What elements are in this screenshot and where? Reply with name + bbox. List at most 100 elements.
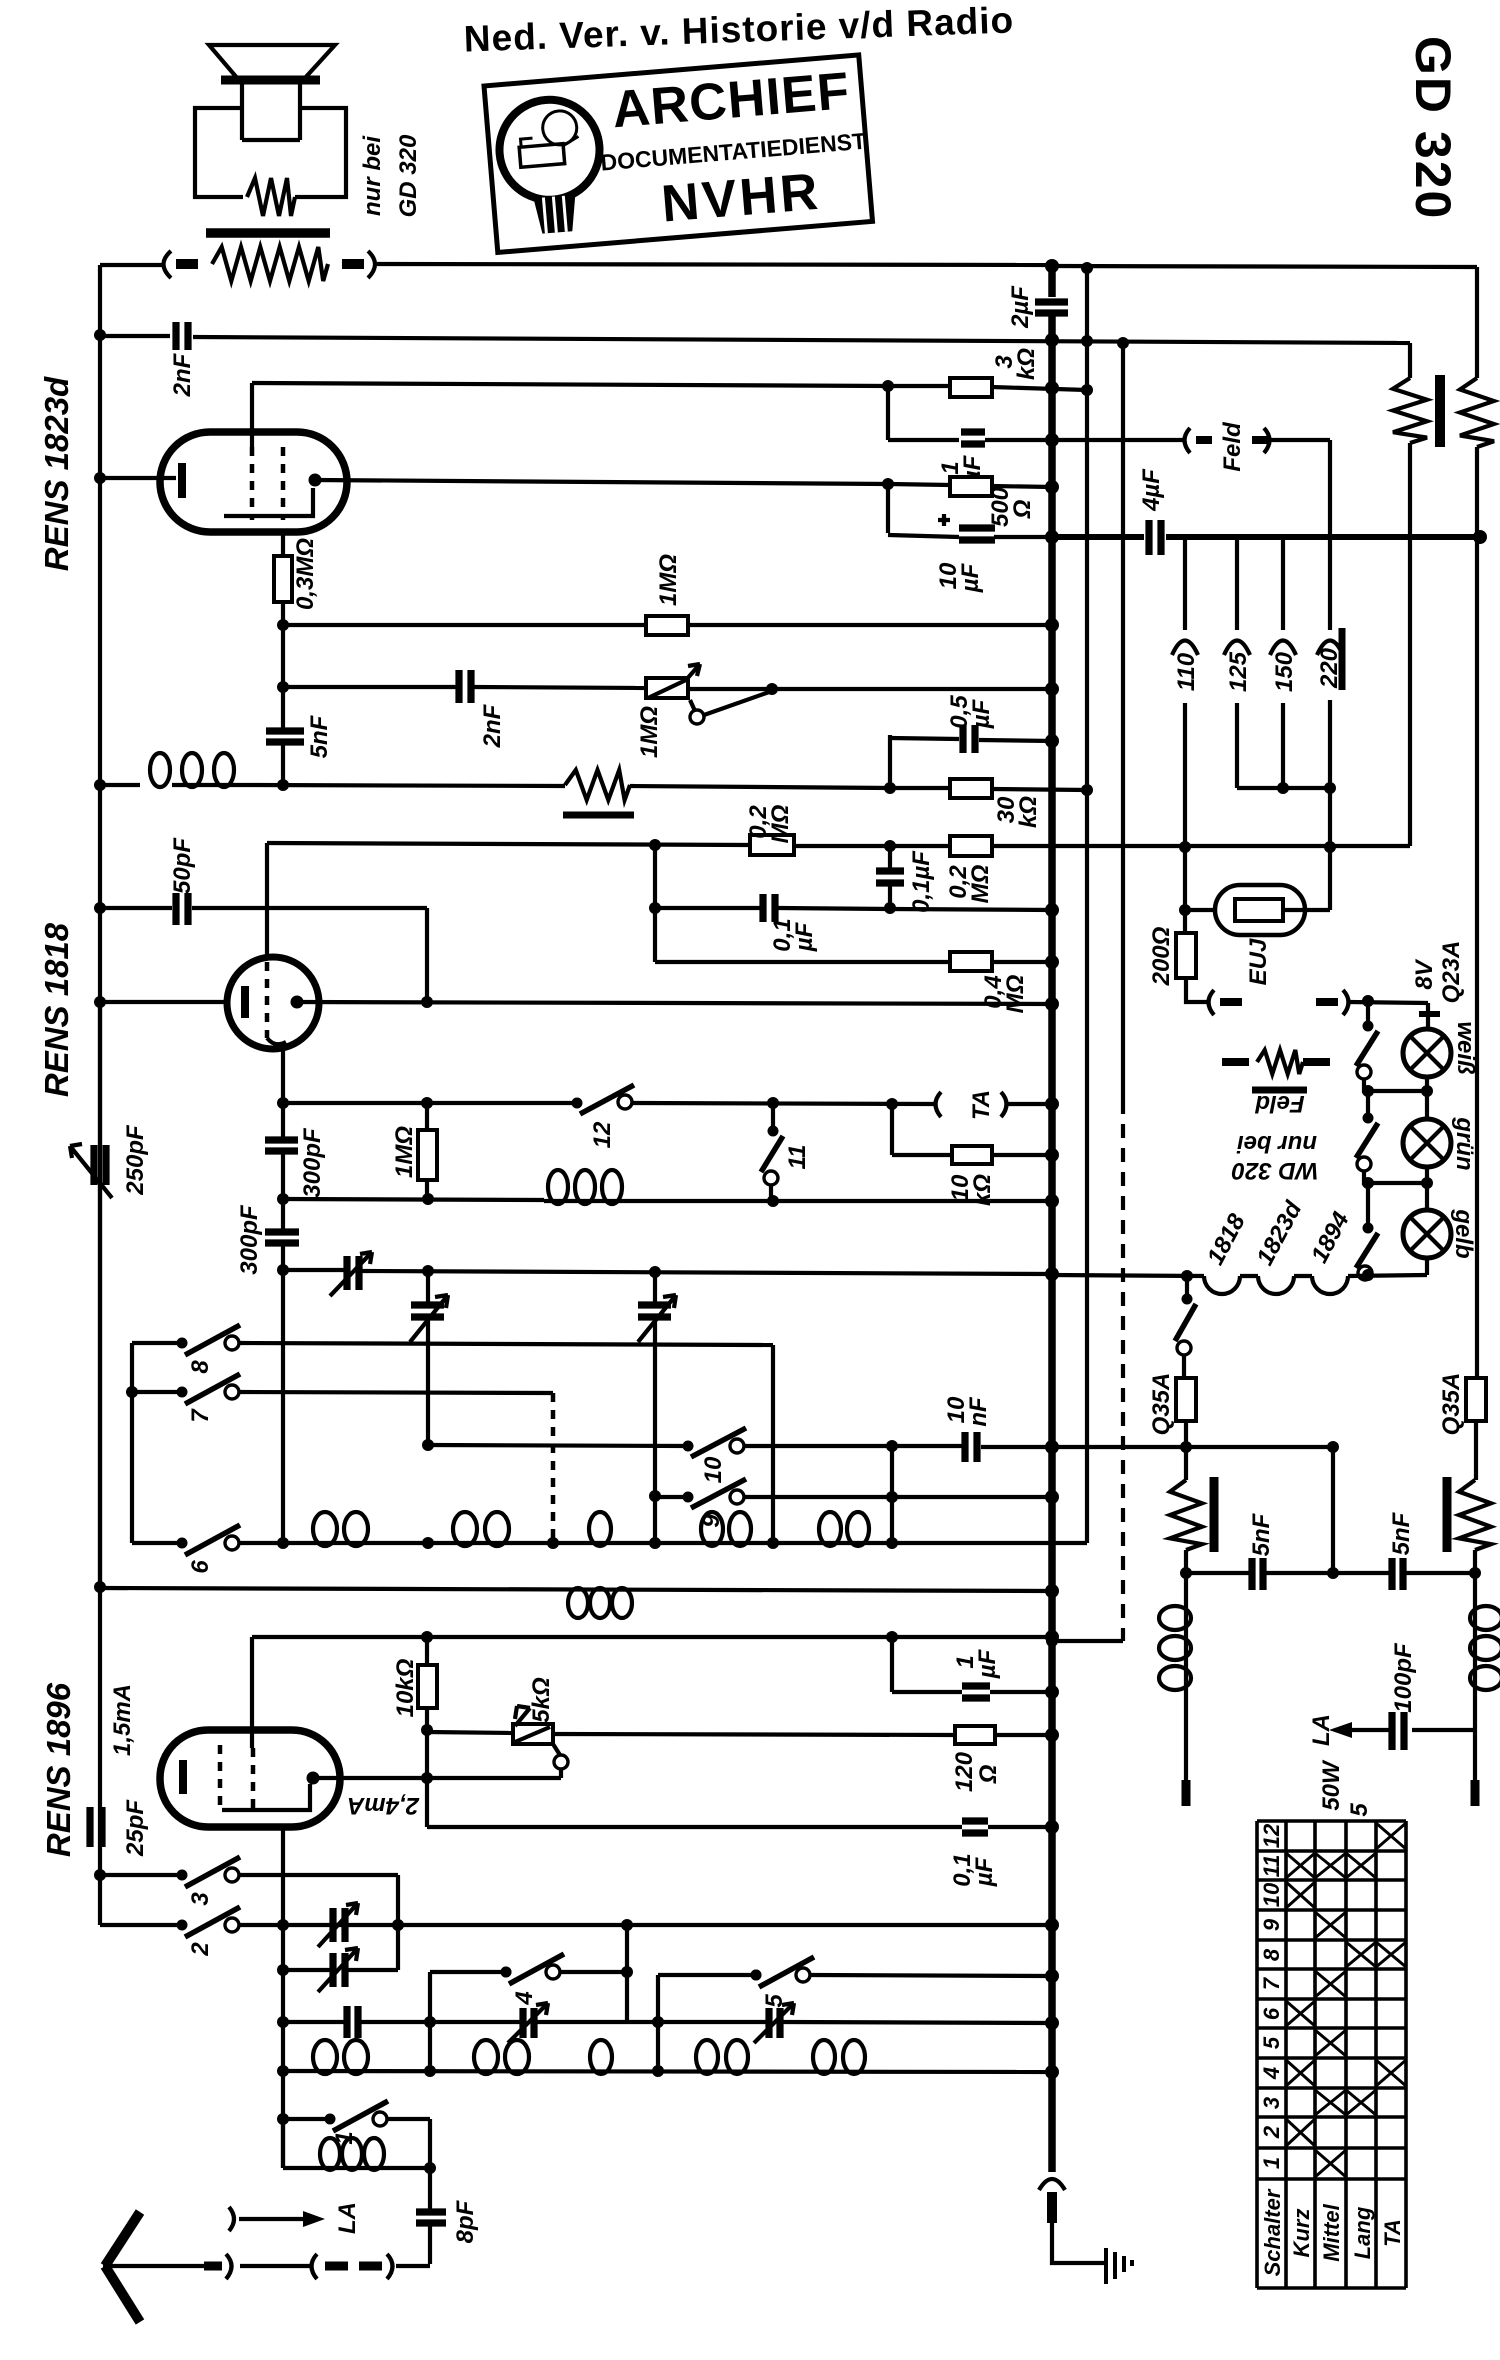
svg-text:5kΩ: 5kΩ xyxy=(528,1677,555,1723)
svg-text:Ω: Ω xyxy=(975,1764,1002,1784)
svg-text:RENS 1818: RENS 1818 xyxy=(38,922,75,1097)
svg-text:RENS 1823d: RENS 1823d xyxy=(38,376,75,571)
svg-text:TA: TA xyxy=(1380,2219,1405,2247)
svg-text:0,2: 0,2 xyxy=(945,865,972,899)
svg-text:nur bei: nur bei xyxy=(1236,1130,1317,1157)
svg-text:weiß: weiß xyxy=(1452,1021,1479,1074)
svg-text:µF: µF xyxy=(791,921,818,952)
svg-text:50W: 50W xyxy=(1318,1759,1345,1811)
svg-text:10: 10 xyxy=(947,1174,974,1201)
svg-text:10: 10 xyxy=(935,562,962,589)
svg-text:NVHR: NVHR xyxy=(659,163,823,234)
svg-text:5: 5 xyxy=(1346,1803,1373,1817)
svg-text:nF: nF xyxy=(965,1396,992,1427)
svg-text:150: 150 xyxy=(1271,651,1298,692)
svg-text:1: 1 xyxy=(1259,2157,1284,2169)
svg-text:300pF: 300pF xyxy=(299,1127,326,1198)
svg-text:12: 12 xyxy=(1259,1823,1284,1848)
svg-text:µF: µF xyxy=(974,1648,1001,1679)
svg-text:5nF: 5nF xyxy=(1388,1511,1415,1555)
svg-text:LA: LA xyxy=(334,2202,361,2234)
svg-text:gelb: gelb xyxy=(1450,1208,1477,1258)
svg-text:6: 6 xyxy=(1259,2007,1284,2020)
svg-text:11: 11 xyxy=(784,1145,811,1170)
svg-text:120: 120 xyxy=(951,1751,978,1792)
svg-text:5: 5 xyxy=(761,1994,788,2008)
svg-text:1,5mA: 1,5mA xyxy=(109,1684,136,1756)
svg-text:8: 8 xyxy=(187,1360,214,1374)
svg-text:1MΩ: 1MΩ xyxy=(391,1126,418,1178)
svg-text:Feld: Feld xyxy=(1219,421,1246,472)
svg-text:µF: µF xyxy=(971,1856,998,1887)
svg-text:25pF: 25pF xyxy=(122,1799,149,1857)
svg-text:0,3MΩ: 0,3MΩ xyxy=(292,538,319,610)
svg-text:2µF: 2µF xyxy=(1007,285,1034,329)
svg-text:RENS 1896: RENS 1896 xyxy=(40,1682,77,1857)
svg-text:µF: µF xyxy=(957,562,984,593)
svg-text:2: 2 xyxy=(1259,2125,1284,2139)
svg-text:3: 3 xyxy=(187,1892,214,1906)
svg-text:0,2: 0,2 xyxy=(745,805,772,839)
svg-text:MΩ: MΩ xyxy=(967,864,994,903)
svg-text:MΩ: MΩ xyxy=(1002,974,1029,1013)
svg-text:10: 10 xyxy=(943,1396,970,1423)
svg-text:4: 4 xyxy=(511,1991,538,2005)
svg-text:220: 220 xyxy=(1316,647,1343,689)
svg-text:1: 1 xyxy=(952,1655,979,1668)
svg-text:7: 7 xyxy=(187,1408,214,1423)
svg-text:5: 5 xyxy=(1259,2036,1284,2049)
svg-text:grün: grün xyxy=(1451,1116,1478,1170)
svg-text:Lang: Lang xyxy=(1350,2206,1375,2259)
svg-text:10: 10 xyxy=(1259,1882,1284,1907)
svg-text:9: 9 xyxy=(1259,1918,1284,1931)
svg-text:10kΩ: 10kΩ xyxy=(392,1658,419,1717)
svg-text:1: 1 xyxy=(937,461,964,474)
svg-text:200Ω: 200Ω xyxy=(1148,926,1175,986)
svg-text:nur bei: nur bei xyxy=(359,135,386,216)
svg-text:3: 3 xyxy=(1259,2097,1284,2109)
svg-text:µF: µF xyxy=(968,698,995,729)
svg-text:11: 11 xyxy=(1259,1855,1284,1878)
svg-text:8pF: 8pF xyxy=(452,2199,479,2243)
svg-text:3: 3 xyxy=(991,355,1018,369)
svg-text:GD 320: GD 320 xyxy=(1405,36,1461,220)
svg-text:300pF: 300pF xyxy=(236,1204,263,1275)
svg-text:Schalter: Schalter xyxy=(1260,2188,1285,2276)
svg-text:4µF: 4µF xyxy=(1138,468,1165,512)
svg-text:50pF: 50pF xyxy=(169,837,196,894)
svg-text:12: 12 xyxy=(589,1121,616,1148)
svg-text:5nF: 5nF xyxy=(1248,1512,1275,1556)
svg-text:8V: 8V xyxy=(1411,958,1438,989)
svg-text:110: 110 xyxy=(1173,652,1200,691)
svg-text:Q35A: Q35A xyxy=(1438,1373,1465,1436)
svg-text:0,1: 0,1 xyxy=(949,1853,976,1886)
svg-text:TA: TA xyxy=(968,1090,995,1120)
svg-text:WD 320: WD 320 xyxy=(1231,1157,1318,1184)
svg-text:2,4mA: 2,4mA xyxy=(347,1792,420,1819)
svg-text:GD 320: GD 320 xyxy=(395,134,422,217)
svg-text:10: 10 xyxy=(700,1456,727,1483)
svg-text:2nF: 2nF xyxy=(479,703,506,748)
svg-text:0,5: 0,5 xyxy=(946,695,973,729)
svg-text:7: 7 xyxy=(1259,1976,1284,1990)
svg-text:2nF: 2nF xyxy=(169,352,196,397)
svg-text:8: 8 xyxy=(1259,1948,1284,1961)
svg-text:MΩ: MΩ xyxy=(767,804,794,843)
svg-text:2: 2 xyxy=(187,1942,214,1957)
svg-text:Q35A: Q35A xyxy=(1148,1373,1175,1436)
svg-text:Kurz: Kurz xyxy=(1289,2209,1314,2258)
svg-text:kΩ: kΩ xyxy=(1015,796,1042,828)
svg-text:1MΩ: 1MΩ xyxy=(655,554,682,606)
svg-text:500: 500 xyxy=(987,486,1014,527)
svg-text:Mittel: Mittel xyxy=(1319,2203,1344,2261)
svg-text:100pF: 100pF xyxy=(1390,1642,1417,1713)
svg-text:125: 125 xyxy=(1225,651,1252,692)
svg-text:6: 6 xyxy=(187,1560,214,1574)
svg-text:kΩ: kΩ xyxy=(1013,348,1040,380)
svg-text:4: 4 xyxy=(1259,2067,1284,2080)
svg-text:Feld: Feld xyxy=(1254,1090,1305,1117)
svg-text:Ω: Ω xyxy=(1009,499,1036,519)
svg-text:30: 30 xyxy=(993,796,1020,823)
svg-text:EUJ: EUJ xyxy=(1245,938,1272,985)
svg-text:250pF: 250pF xyxy=(122,1124,149,1196)
